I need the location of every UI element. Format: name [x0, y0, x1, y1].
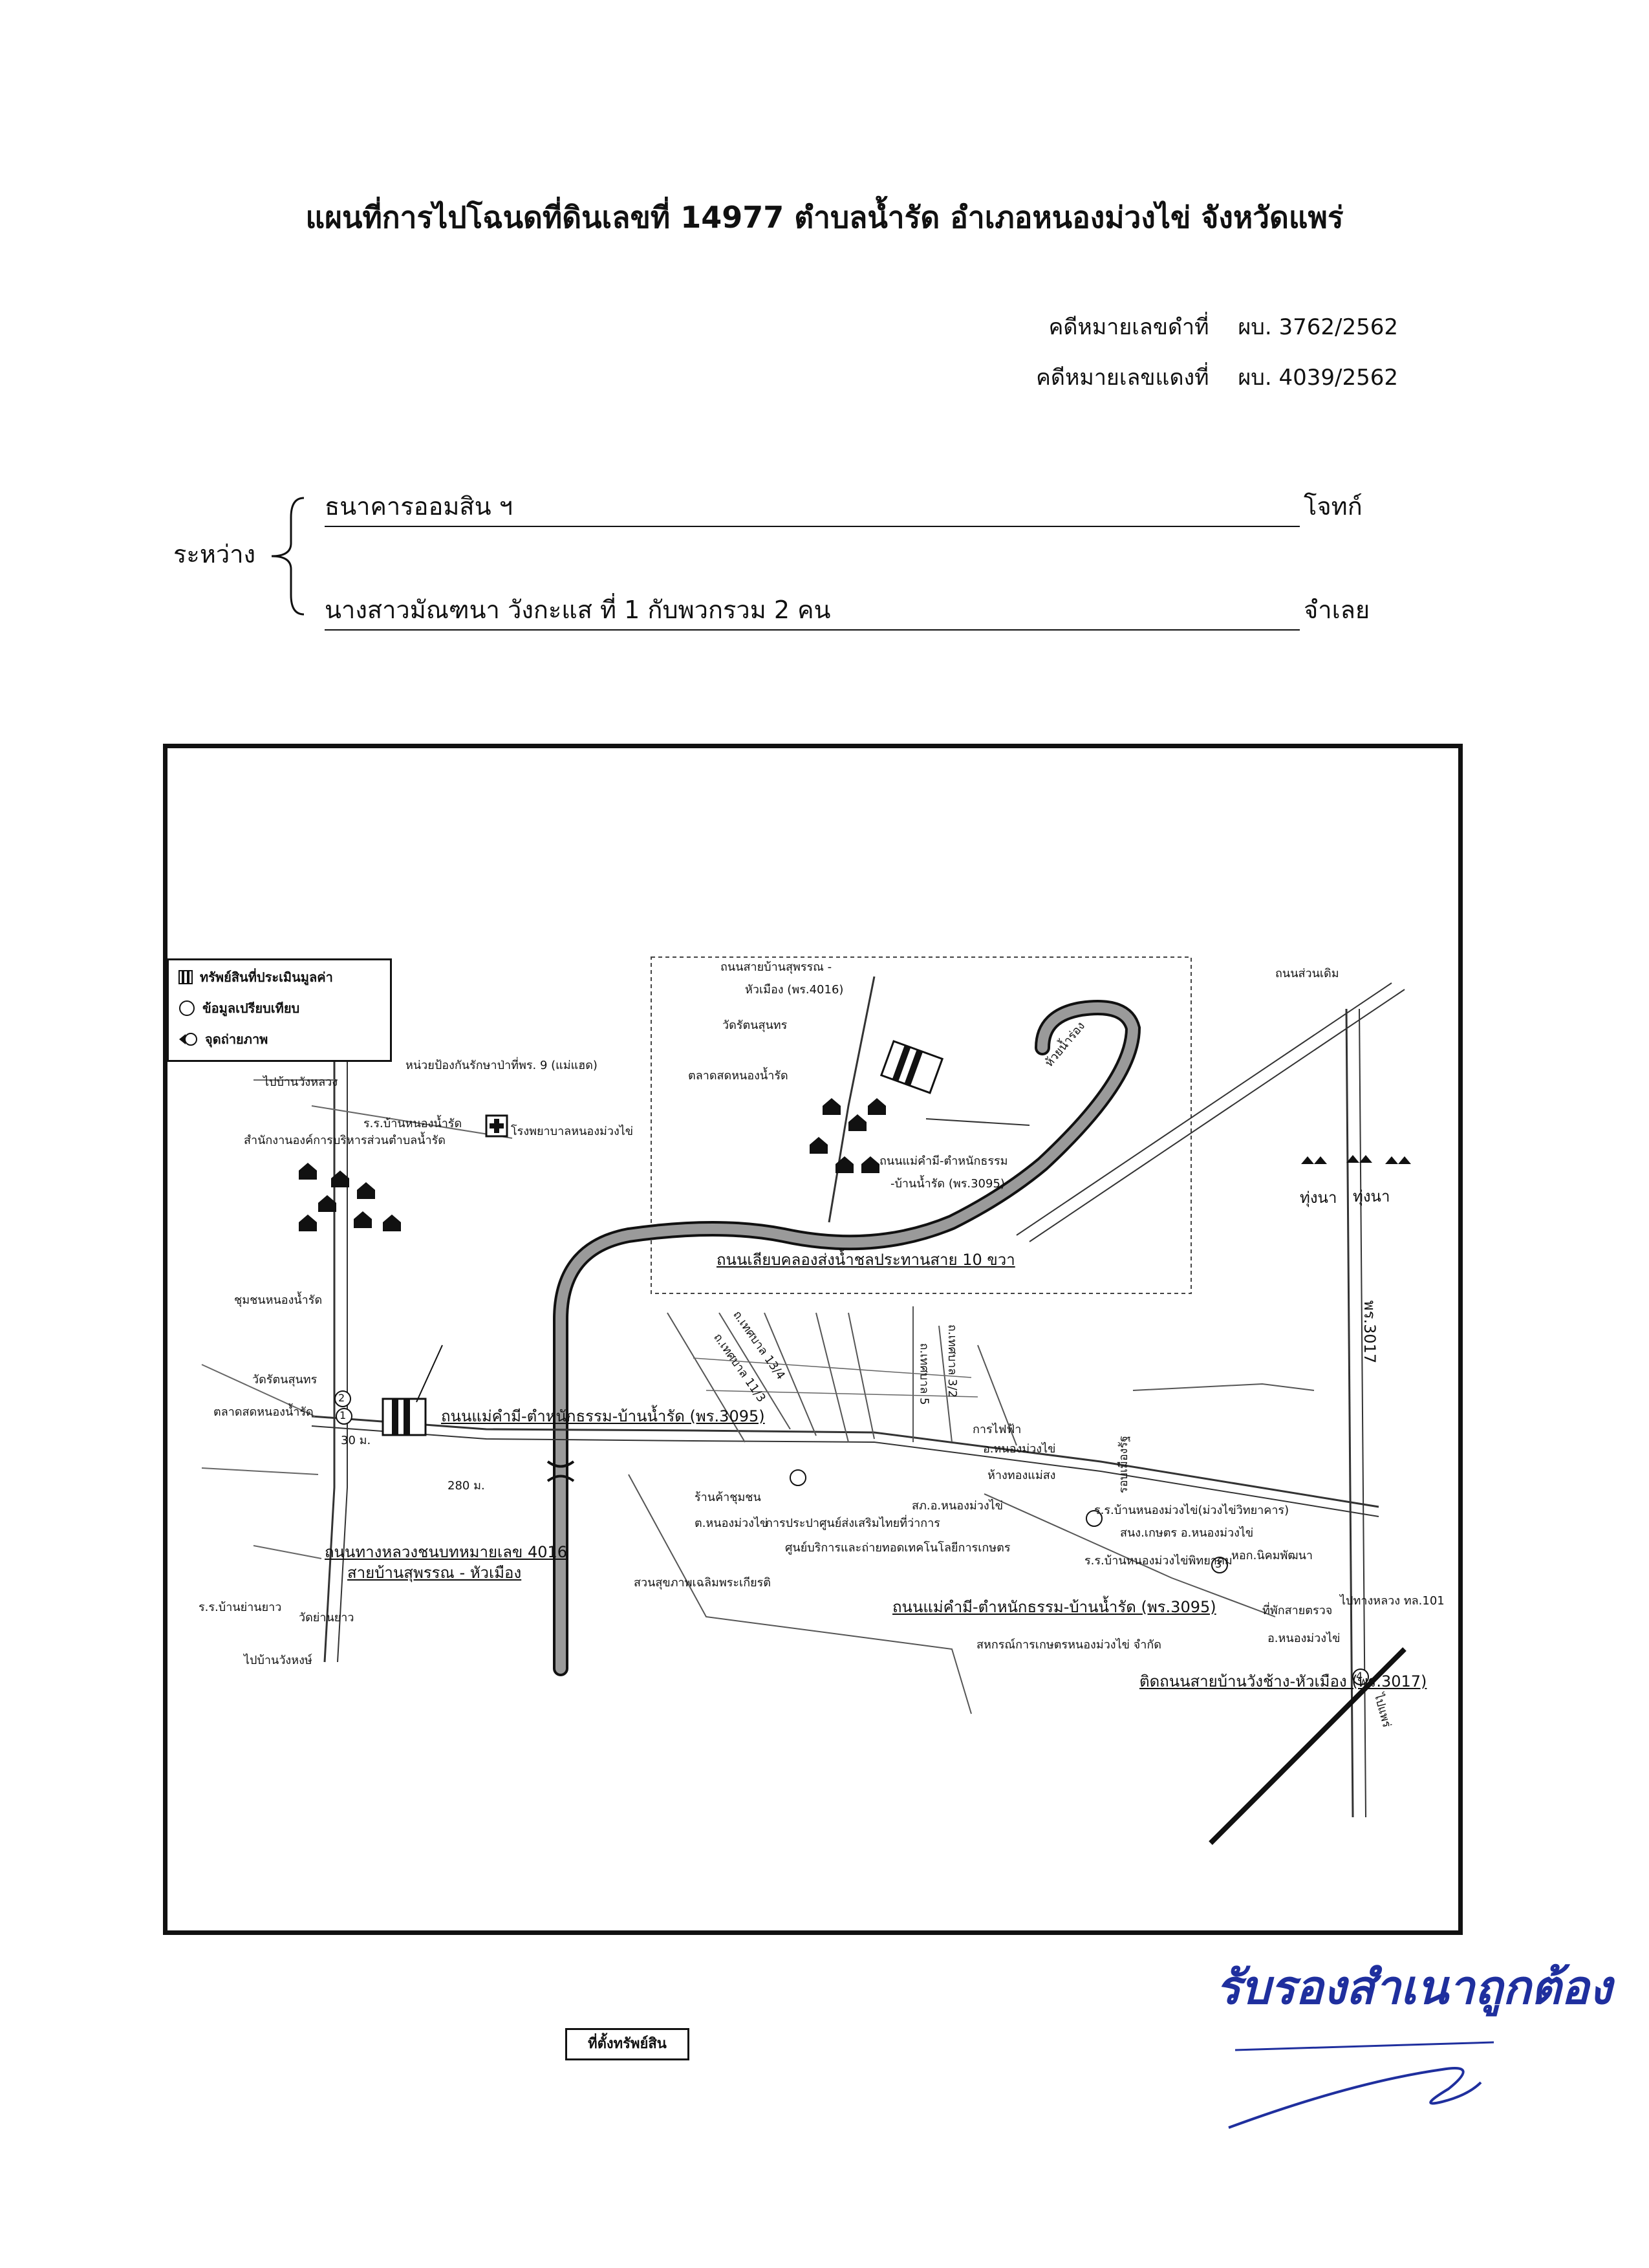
rest-stop-label-2: อ.หนองม่วงไข่ [1267, 1632, 1341, 1645]
black-case-value: ผบ. 3762/2562 [1238, 314, 1398, 340]
school-phitthaya-label: ร.ร.บ้านหนองม่วงไข่พิทยาคม [1084, 1554, 1233, 1568]
photo-point-icon [179, 1033, 197, 1046]
canal-road-label: ถนนเลียบคลองส่งน้ำชลประทานสาย 10 ขวา [717, 1251, 1015, 1269]
highway-4016-label-2: สายบ้านสุพรรณ - หัวเมือง [347, 1564, 522, 1582]
asset-parcel-inset [879, 1040, 944, 1094]
photo-point-2: 2 [338, 1392, 345, 1404]
field-icons [1301, 1155, 1411, 1164]
hospital-label: โรงพยาบาลหนองม่วงไข่ [511, 1125, 634, 1138]
map-frame [163, 744, 1463, 1935]
school-yang-label: ร.ร.บ้านย่านยาว [199, 1601, 282, 1614]
highway-4016-label: ถนนทางหลวงชนบทหมายเลข 4016 [325, 1543, 568, 1561]
police-label: สภ.อ.หนองม่วงไข่ [912, 1499, 1003, 1513]
soi-5-label: ถ.เทศบาล 5 [917, 1343, 931, 1405]
plaintiff-role: โจทก์ [1304, 492, 1363, 521]
legend-comparison-label: ข้อมูลเปรียบเทียบ [202, 1000, 300, 1016]
black-case-number: คดีหมายเลขดำที่ ผบ. 3762/2562 [1049, 309, 1398, 344]
between-label: ระหว่าง [173, 540, 256, 568]
defendant-role: จำเลย [1304, 596, 1370, 624]
field-label-1: ทุ่งนา [1300, 1189, 1337, 1207]
school-nmk-label: ร.ร.บ้านหนองม่วงไข่(ม่วงไข่วิทยาคาร) [1094, 1504, 1289, 1517]
cooperative-label: สหกรณ์การเกษตรหนองม่วงไข่ จำกัด [976, 1638, 1161, 1652]
page-title: แผนที่การไปโฉนดที่ดินเลขที่ 14977 ตำบลน้… [305, 200, 1344, 235]
shop-label: ร้านค้าชุมชน [695, 1491, 761, 1504]
gold-shop-label: ห้างทองแม่สง [987, 1469, 1056, 1482]
to-wangsong-label: ไปบ้านวังหงษ์ [244, 1654, 312, 1667]
brace-icon [271, 497, 305, 616]
canal-outline [553, 1000, 1141, 1676]
park-label: สวนสุขภาพเฉลิมพระเกียรติ [634, 1576, 771, 1590]
black-case-label: คดีหมายเลขดำที่ [1048, 314, 1209, 340]
photo-point-3: 3 [1215, 1558, 1222, 1570]
bridge-top-label: รอบเมืองรัฐ [1117, 1435, 1131, 1494]
photo-point-4: 4 [1356, 1670, 1363, 1682]
subdistrict-label: ต.หนองม่วงไข่ [695, 1517, 768, 1530]
asset-hatch-icon [178, 970, 193, 984]
field-label-2: ทุ่งนา [1353, 1187, 1390, 1205]
to-3017-label: ติดถนนสายบ้านวังช้าง-หัวเมือง (พร.3017) [1139, 1672, 1427, 1690]
canal-fill [555, 1002, 1139, 1674]
plaintiff-name: ธนาคารออมสิน ฯ [325, 486, 1300, 527]
map-legend: ทรัพย์สินที่ประเมินมูลค่า ข้อมูลเปรียบเท… [167, 958, 392, 1062]
electricity-label: การไฟฟ้า [973, 1423, 1022, 1436]
dorm-label: หอก.นิคมพัฒนา [1231, 1549, 1313, 1562]
market-left-label: ตลาดสดหนองน้ำรัด [213, 1405, 314, 1419]
red-case-number: คดีหมายเลขแดงที่ ผบ. 4039/2562 [1036, 360, 1398, 394]
tambon-office-label: สำนักงานองค์การบริหารส่วนตำบลน้ำรัด [244, 1134, 446, 1147]
photo-point-markers [334, 1390, 1369, 1685]
agri-office-label: สนง.เกษตร อ.หนองม่วงไข่ [1120, 1526, 1254, 1540]
legend-comparison: ข้อมูลเปรียบเทียบ [178, 998, 299, 1019]
signature-icon [1228, 2041, 1494, 2129]
certified-copy-stamp: รับรองสำเนาถูกต้อง [1216, 1960, 1612, 2014]
rest-stop-label: ที่พักสายตรวจ [1262, 1604, 1333, 1617]
red-case-value: ผบ. 4039/2562 [1238, 365, 1398, 391]
market-top-label: ตลาดสดหนองน้ำรัด [688, 1069, 788, 1083]
service-center-label: การประปาศูนย์ส่งเสริมไทยที่ว่าการ [766, 1517, 940, 1530]
house-icons [299, 1098, 886, 1231]
to-wangluang-label: ไปบ้านวังหลวง [263, 1075, 338, 1089]
hospital-cross-icon [485, 1114, 508, 1138]
road-4016-top-label-2: หัวเมือง (พร.4016) [745, 983, 844, 997]
defendant-name: นางสาวมัณฑนา วังกะแส ที่ 1 กับพวกรวม 2 ค… [325, 590, 1300, 631]
photo-point-1: 1 [339, 1409, 347, 1421]
soi-3-2-label: ถ.เทศบาล 3/2 [945, 1324, 960, 1398]
location-map: ที่ตั้งทรัพย์สิน ถนนสายบ้านสุพรรณ - หัวเ… [163, 744, 1463, 2060]
legend-asset: ทรัพย์สินที่ประเมินมูลค่า [178, 967, 333, 988]
district-office-label: อ.หนองม่วงไข่ [983, 1442, 1056, 1456]
legend-asset-label: ทรัพย์สินที่ประเมินมูลค่า [200, 969, 333, 985]
comparison-circle-icon [179, 1000, 195, 1016]
road-4016-top-label: ถนนสายบ้านสุพรรณ - [720, 960, 832, 974]
map-drawing [201, 956, 1411, 1845]
pr3017-label: พร.3017 [1361, 1300, 1379, 1364]
legend-photo-label: จุดถ่ายภาพ [205, 1031, 268, 1047]
service-center-label-2: ศูนย์บริการและถ่ายทอดเทคโนโลยีการเกษตร [785, 1541, 1011, 1555]
wat-left-label: วัดรัตนสุนทร [252, 1373, 318, 1387]
asset-location-label: ที่ตั้งทรัพย์สิน [565, 2028, 689, 2060]
school-nongnamrat-label: ร.ร.บ้านหนองน้ำรัด [363, 1117, 462, 1130]
road-3095-main-label: ถนนแม่คำมี-ตำหนักธรรม-บ้านน้ำรัด (พร.309… [441, 1407, 765, 1425]
road-3095-inset-label-2: -บ้านน้ำรัด (พร.3095) [890, 1177, 1005, 1191]
forest-unit-label: หน่วยป้องกันรักษาป่าที่พร. 9 (แม่แฮด) [405, 1059, 598, 1072]
top-right-label: ถนนส่วนเดิม [1275, 967, 1339, 980]
asset-parcel [382, 1398, 427, 1436]
red-case-label: คดีหมายเลขแดงที่ [1036, 365, 1209, 391]
legend-photo: จุดถ่ายภาพ [178, 1029, 268, 1050]
community-label: ชุมชนหนองน้ำรัด [234, 1293, 323, 1307]
road-3095-inset-label: ถนนแม่คำมี-ตำหนักธรรม [879, 1154, 1008, 1168]
distance-280-label: 280 ม. [447, 1479, 485, 1493]
distance-30-label: 30 ม. [341, 1434, 371, 1447]
wat-top-label: วัดรัตนสุนทร [722, 1019, 788, 1032]
highway-101-label: ไปทางหลวง ทล.101 [1340, 1594, 1445, 1608]
wat-yang-label: วัดย่านยาว [299, 1611, 354, 1625]
road-3095-right-label: ถนนแม่คำมี-ตำหนักธรรม-บ้านน้ำรัด (พร.309… [892, 1598, 1216, 1616]
